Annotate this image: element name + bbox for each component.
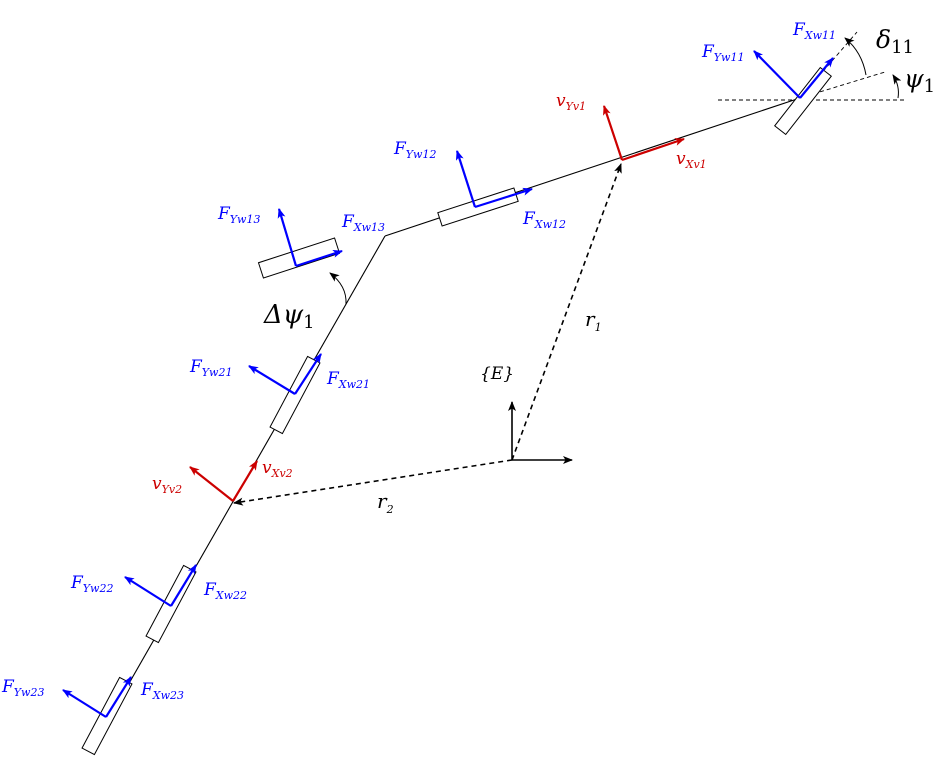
psi1-label: ψ1 [904,64,935,97]
wheel-13 [257,237,341,279]
force-vectors [62,50,834,718]
vyv2-arrow [189,466,234,502]
r1-label: r1 [585,307,602,334]
fxw12-label: FXw12 [522,209,566,231]
fyw11-label: FYw11 [701,42,744,64]
velocity-vectors [189,105,685,502]
fyw23-label: FYw23 [1,677,44,699]
delta11-arc [844,37,867,76]
vyv1-arrow [602,105,624,161]
fyw22-label: FYw22 [70,573,113,595]
wheels [81,66,832,756]
psi1-arc [892,74,902,99]
fxw23-label: FXw23 [140,680,184,702]
vxv1-label: vXv1 [676,149,707,171]
fyw13-arrow [277,208,298,267]
r2-label: r2 [377,489,394,516]
delta11-label: δ11 [876,25,914,58]
r1-vector [511,163,622,461]
wheel-11 [774,66,832,136]
delta-psi1-arc [329,272,347,305]
fyw22-arrow [124,576,172,607]
position-vectors [233,163,622,506]
fxw11-arrow [799,57,834,99]
fyw11-arrow [753,50,801,99]
fxw13-arrow [295,249,343,268]
fyw12-arrow [455,150,477,208]
vxv2-arrow [232,460,258,502]
vxv1-arrow [621,137,685,162]
delta-psi1-label: Δψ1 [263,300,315,333]
fyw12-label: FYw12 [393,139,436,161]
vyv2-label: vYv2 [152,474,182,496]
fyw21-label: FYw21 [189,357,232,379]
fxw22-arrow [170,564,197,607]
earth-frame-axes [508,401,573,464]
labels: {E} r1 r2 vYv1 vXv1 vYv2 vXv2 FXw11 FYw1… [1,20,935,702]
fxw12-arrow [474,187,533,209]
angle-arcs [329,37,902,305]
fxw11-label: FXw11 [792,20,836,42]
fxw13-label: FXw13 [341,212,385,234]
fyw13-label: FYw13 [217,204,260,226]
vyv1-label: vYv1 [556,91,586,113]
fxw21-arrow [294,353,322,395]
fxw23-arrow [105,676,132,718]
fyw21-arrow [248,365,296,395]
earth-frame-label: {E} [480,364,514,384]
chassis-axes [91,97,801,749]
fyw23-arrow [62,689,107,718]
fxw21-label: FXw21 [326,369,370,391]
fxw22-label: FXw22 [203,580,247,602]
r2-vector [233,459,513,506]
vxv2-label: vXv2 [262,458,293,480]
